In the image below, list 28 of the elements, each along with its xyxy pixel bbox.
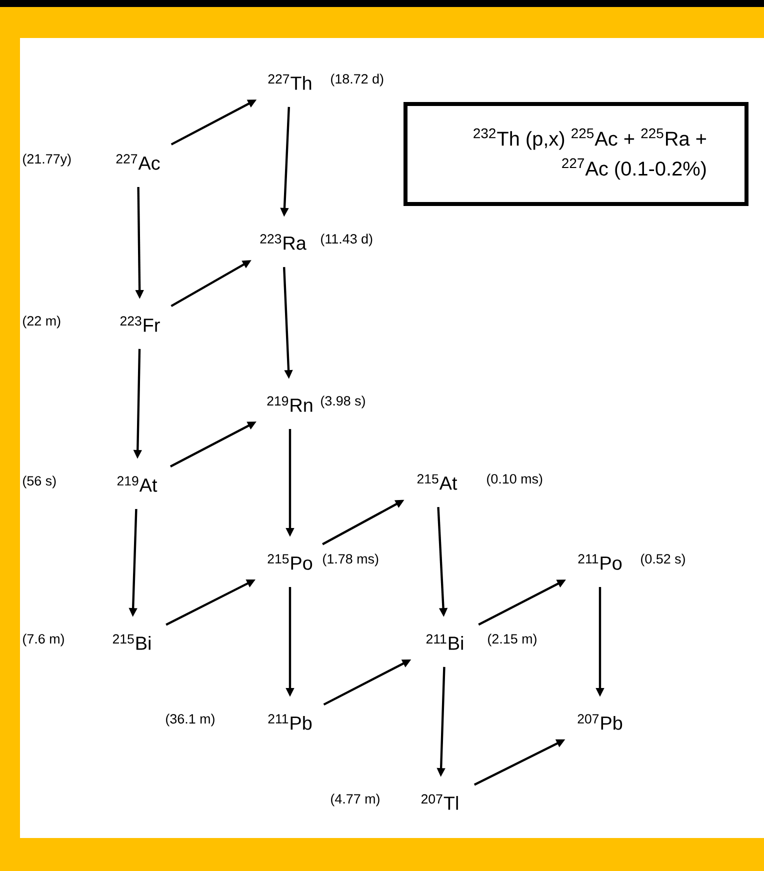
half-life-label: (3.98 s) (321, 396, 365, 408)
half-life-label: (22 m) (23, 316, 60, 328)
nuclide-label: $^{215}$Po (268, 554, 312, 570)
half-life-label: (2.15 m) (488, 634, 536, 646)
nuclide-label: $^{227}$Ac (116, 154, 160, 170)
half-life-label: (18.72 d) (331, 74, 384, 86)
nuclide-label: $^{211}$Pb (268, 714, 312, 730)
nuclide-label: $^{215}$Bi (112, 634, 150, 650)
half-life-label: (4.77 m) (331, 794, 380, 806)
half-life-label: (0.10 ms) (487, 474, 542, 486)
half-life-label: (11.43 d) (321, 234, 372, 246)
nuclide-label: $^{211}$Bi (426, 634, 463, 650)
nuclide-label: $^{215}$At (417, 474, 458, 490)
half-life-label: (0.52 s) (641, 554, 685, 566)
nuclide-label: $^{207}$Tl (421, 794, 458, 810)
nuclide-label: $^{219}$At (117, 476, 158, 492)
half-life-label: (7.6 m) (23, 634, 64, 646)
nuclide-label: $^{219}$Rn (267, 396, 312, 412)
half-life-label: (56 s) (23, 476, 56, 488)
nuclide-label: $^{207}$Pb (578, 714, 622, 730)
nuclide-label: $^{211}$Po (578, 554, 622, 570)
half-life-label: (36.1 m) (166, 714, 214, 726)
half-life-label: (21.77y) (23, 154, 71, 166)
nuclide-label: $^{227}$Th (268, 74, 312, 90)
half-life-label: (1.78 ms) (323, 554, 378, 566)
nuclide-label: $^{223}$Fr (120, 316, 160, 332)
reaction-box: $^{232}$Th (p,x) $^{225}$Ac + $^{225}$Ra + $^{227}$Ac (0.1-0.2%) (404, 102, 748, 206)
nuclide-label: $^{223}$Ra (260, 234, 306, 250)
